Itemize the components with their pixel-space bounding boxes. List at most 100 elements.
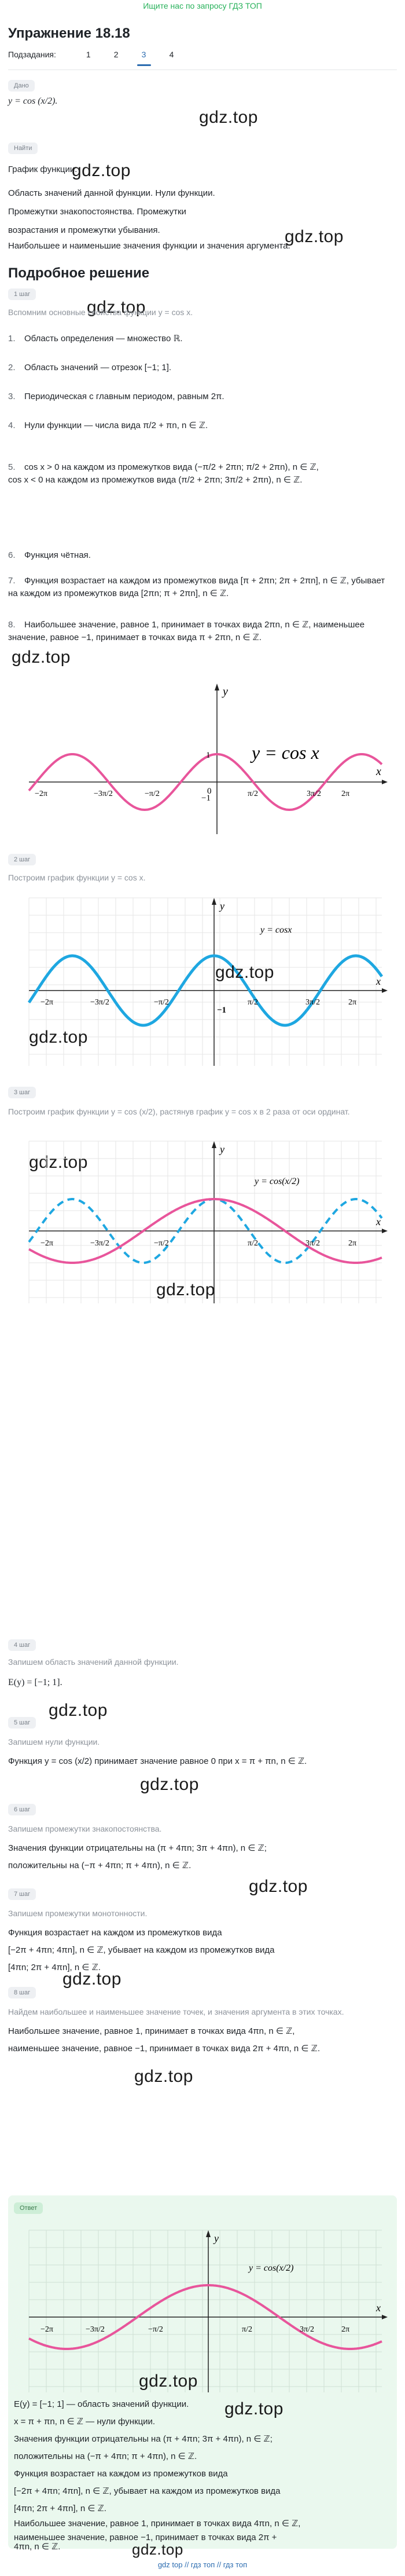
tick-label: π/2 — [248, 1239, 258, 1248]
answer-line: наименьшее значение, равное −1, принимае… — [14, 2533, 277, 2542]
tick-label: −π/2 — [154, 1239, 169, 1248]
answer-line: положительны на (−π + 4πn; π + 4πn), n ∈… — [14, 2451, 197, 2461]
answer-box: Ответ y = cos(x/2) y x −2π −3π/2 −π/2 π/… — [8, 2195, 397, 2552]
answer-line: Наибольшее значение, равное 1, принимает… — [14, 2519, 301, 2529]
answer-line: E(y) = [−1; 1] — область значений функци… — [14, 2399, 189, 2409]
curve-cos — [28, 753, 383, 812]
tick-label: −2π — [41, 1239, 53, 1248]
tick-minus-one: −1 — [217, 1006, 226, 1015]
tick-label: −π/2 — [148, 2325, 163, 2334]
answer-line: [−2π + 4πn; 4πn], n ∈ ℤ, убывает на кажд… — [14, 2486, 281, 2496]
tick-label: −3π/2 — [94, 790, 113, 798]
watermark: gdz.top — [139, 2372, 198, 2391]
tick-label: −2π — [35, 790, 47, 798]
watermark: gdz.top — [87, 298, 146, 317]
answer-line: [4πn; 2π + 4πn], n ∈ ℤ. — [14, 2504, 106, 2513]
watermark: gdz.top — [62, 1970, 122, 1989]
watermark: gdz.top — [285, 227, 344, 246]
tab-subtask-2[interactable]: 2 — [113, 50, 119, 59]
tab-subtask-3[interactable]: 3 — [131, 50, 157, 66]
graph-cos-x: y = cos x y x 1 −1 0 −2π −3π/2 −π/2 π/2 … — [28, 684, 388, 834]
graph-label: y = cos x — [250, 742, 319, 763]
tick-label: −π/2 — [145, 790, 160, 798]
list-item: 1.Область определения — множество ℝ. — [8, 334, 183, 344]
step-7-label: 7 шаг — [8, 1888, 36, 1900]
tick-label: π/2 — [248, 998, 258, 1007]
tab-subtask-1[interactable]: 1 — [86, 50, 91, 59]
list-item: 5.cos x > 0 на каждом из промежутков вид… — [8, 462, 319, 485]
find-line-3: Наибольшее и наименьшие значения функции… — [8, 241, 290, 251]
x-axis-label: x — [375, 975, 381, 987]
curve-answer — [28, 2284, 382, 2350]
watermark: gdz.top — [140, 1775, 199, 1794]
watermark: gdz.top — [49, 1701, 108, 1720]
step-5-intro: Запишем нули функции. — [8, 1737, 100, 1746]
watermark: gdz.top — [156, 1280, 215, 1299]
tick-label: −3π/2 — [90, 1239, 109, 1248]
watermark: gdz.top — [215, 963, 274, 982]
watermark: gdz.top — [29, 1153, 88, 1172]
step-7-line: [4πn; 2π + 4πn], n ∈ ℤ. — [8, 1963, 101, 1972]
step-2-label: 2 шаг — [8, 854, 36, 865]
y-axis-label: y — [219, 1143, 224, 1155]
origin-label: 0 — [207, 787, 212, 796]
tick-label: 2π — [341, 2325, 349, 2334]
step-7-line: Функция возрастает на каждом из промежут… — [8, 1928, 222, 1938]
tick-label: −π/2 — [154, 998, 169, 1007]
answer-line: x = π + πn, n ∈ ℤ — нули функции. — [14, 2417, 156, 2427]
step-6-label: 6 шаг — [8, 1804, 36, 1815]
tick-minus-one: −1 — [201, 794, 211, 803]
step-4-label: 4 шаг — [8, 1639, 36, 1651]
y-axis-label: y — [219, 900, 224, 912]
given-label: Дано — [8, 80, 35, 92]
watermark: gdz.top — [199, 108, 258, 127]
watermark: gdz.top — [12, 648, 71, 667]
tick-one: 1 — [206, 751, 211, 760]
subtasks-nav: Подзадания: 1 2 3 4 — [8, 50, 184, 66]
answer-label: Ответ — [14, 2202, 43, 2214]
step-6-intro: Запишем промежутки знакопостоянства. — [8, 1824, 162, 1833]
curve-cos — [27, 954, 384, 1027]
list-item: 6.Функция чётная. — [8, 550, 91, 560]
tick-label: −3π/2 — [86, 2325, 105, 2334]
x-tick-labels: −2π −3π/2 −π/2 π/2 3π/2 2π — [35, 790, 349, 798]
given-formula: y = cos (x/2). — [8, 96, 58, 106]
graph-cos-x-grid: y = cosx y x −1 −2π −3π/2 −π/2 π/2 3π/2 … — [27, 897, 388, 1066]
tab-subtask-4[interactable]: 4 — [169, 50, 174, 59]
step-4-intro: Запишем область значений данной функции. — [8, 1657, 179, 1667]
graph-answer: y = cos(x/2) y x −2π −3π/2 −π/2 π/2 3π/2… — [28, 2230, 388, 2392]
step-6-line: положительны на (−π + 4πn; π + 4πn), n ∈… — [8, 1861, 192, 1870]
properties-list: 1.Область определения — множество ℝ. 2.О… — [8, 332, 397, 657]
x-tick-labels: −2π −3π/2 −π/2 π/2 3π/2 2π — [41, 998, 356, 1007]
top-search-link[interactable]: Ищите нас по запросу ГДЗ ТОП — [143, 1, 262, 10]
list-item: 8.Наибольшее значение, равное 1, принима… — [8, 620, 365, 642]
step-8-intro: Найдем наибольшее и наименьшее значение … — [8, 2007, 344, 2016]
watermark: gdz.top — [134, 2067, 193, 2086]
step-3-intro: Построим график функции y = cos (x/2), р… — [8, 1107, 350, 1116]
solution-title: Подробное решение — [8, 265, 150, 281]
tick-label: −2π — [41, 2325, 53, 2334]
find-label: Найти — [8, 142, 38, 154]
y-axis-label: y — [222, 685, 228, 698]
tick-label: 3π/2 — [305, 1239, 320, 1248]
x-axis-label: x — [375, 2302, 381, 2314]
tick-label: 2π — [341, 790, 349, 798]
x-axis-label: x — [375, 765, 381, 778]
graph-label: y = cos(x/2) — [248, 2263, 293, 2273]
watermark: gdz.top — [224, 2399, 284, 2418]
find-line-1: График функции. — [8, 165, 78, 174]
subtasks-label: Подзадания: — [8, 50, 56, 59]
graph-label: y = cosx — [259, 925, 292, 935]
page-title: Упражнение 18.18 — [8, 25, 130, 41]
tick-label: 3π/2 — [300, 2325, 314, 2334]
step-8-line: Наибольшее значение, равное 1, принимает… — [8, 2026, 295, 2036]
tick-label: 3π/2 — [305, 998, 320, 1007]
answer-line: 4πn, n ∈ ℤ. — [14, 2542, 61, 2552]
tick-label: 2π — [348, 998, 356, 1007]
tick-label: −2π — [41, 998, 53, 1007]
y-axis-label: y — [213, 2232, 219, 2244]
footer-links[interactable]: gdz top // гдз топ // гдз топ — [157, 2560, 248, 2569]
answer-line: Значения функции отрицательны на (π + 4π… — [14, 2434, 273, 2444]
step-7-intro: Запишем промежутки монотонности. — [8, 1909, 148, 1918]
step-5-result: Функция y = cos (x/2) принимает значение… — [8, 1756, 307, 1766]
